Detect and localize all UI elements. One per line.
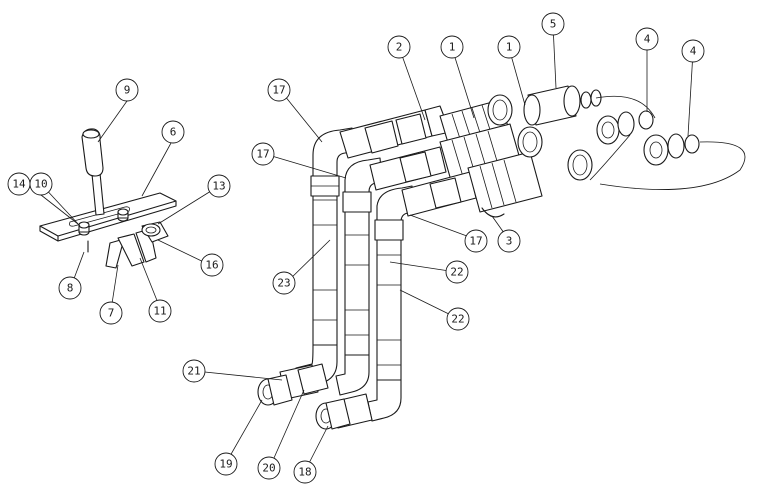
svg-text:23: 23	[277, 277, 290, 290]
svg-text:19: 19	[219, 458, 232, 471]
svg-text:7: 7	[108, 307, 115, 320]
callout-7: 7	[99, 301, 123, 325]
svg-text:1: 1	[449, 41, 456, 54]
leader-lines	[26, 24, 694, 472]
control-lever-assembly	[39, 128, 177, 269]
svg-text:22: 22	[450, 266, 463, 279]
callout-20: 20	[257, 456, 281, 480]
callout-11: 11	[148, 299, 172, 323]
svg-text:18: 18	[298, 466, 311, 479]
svg-text:4: 4	[644, 33, 651, 46]
callout-8: 8	[58, 276, 82, 300]
svg-text:21: 21	[187, 365, 200, 378]
svg-text:4: 4	[690, 45, 697, 58]
callout-4-left: 4	[635, 27, 659, 51]
callout-4-right: 4	[681, 39, 705, 63]
callout-18: 18	[293, 460, 317, 484]
callout-23: 23	[272, 271, 296, 295]
callout-19: 19	[214, 452, 238, 476]
callout-5: 5	[541, 12, 565, 36]
svg-text:2: 2	[396, 41, 403, 54]
callout-1-left: 1	[440, 35, 464, 59]
svg-text:17: 17	[469, 235, 482, 248]
svg-text:6: 6	[170, 126, 177, 139]
svg-text:9: 9	[124, 84, 131, 97]
svg-text:20: 20	[262, 462, 275, 475]
svg-text:3: 3	[506, 235, 513, 248]
callout-3: 3	[497, 229, 521, 253]
callout-9: 9	[115, 78, 139, 102]
svg-text:13: 13	[212, 180, 225, 193]
callout-10: 10	[29, 172, 53, 196]
callout-17-top: 17	[267, 78, 291, 102]
callout-22-lower: 22	[446, 307, 470, 331]
callout-22-upper: 22	[445, 260, 469, 284]
callout-6: 6	[161, 120, 185, 144]
callout-16: 16	[200, 253, 224, 277]
svg-text:11: 11	[153, 305, 166, 318]
svg-text:5: 5	[550, 18, 557, 31]
svg-text:16: 16	[205, 259, 218, 272]
callout-1-right: 1	[497, 35, 521, 59]
svg-text:14: 14	[12, 178, 26, 191]
svg-text:17: 17	[272, 84, 285, 97]
svg-text:10: 10	[34, 178, 47, 191]
callout-2: 2	[387, 35, 411, 59]
callout-17-mid: 17	[251, 142, 275, 166]
callout-21: 21	[182, 359, 206, 383]
svg-text:22: 22	[451, 313, 464, 326]
callout-14: 14	[7, 172, 31, 196]
svg-text:1: 1	[506, 41, 513, 54]
callout-13: 13	[207, 174, 231, 198]
callout-17-right: 17	[464, 229, 488, 253]
hose-assembly	[257, 85, 746, 430]
svg-text:8: 8	[67, 282, 74, 295]
svg-text:17: 17	[256, 148, 269, 161]
